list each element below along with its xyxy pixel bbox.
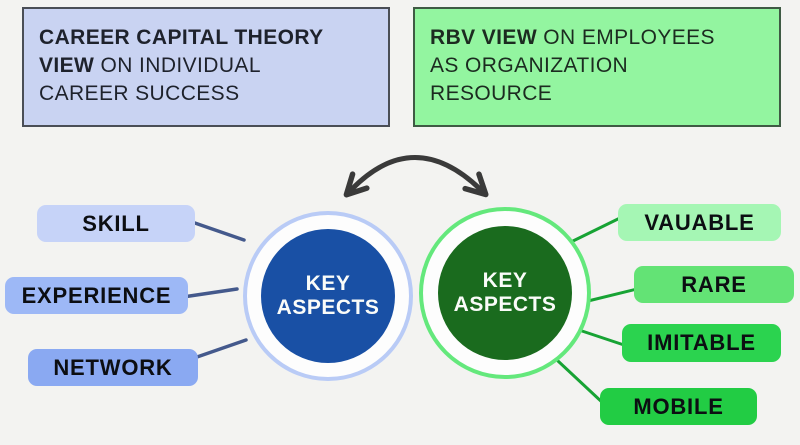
right-key-aspects-circle: KEY ASPECTS — [438, 226, 572, 360]
right-connector-lines — [556, 215, 639, 406]
pill-mobile: MOBILE — [600, 388, 757, 425]
right-key-aspects-label: KEY ASPECTS — [453, 268, 557, 316]
line-network — [195, 338, 248, 359]
line-experience — [181, 287, 239, 299]
header-rbv-view: RBV VIEW ON EMPLOYEES AS ORGANIZATION RE… — [413, 7, 781, 127]
pill-experience: EXPERIENCE — [5, 277, 188, 314]
line-mobile — [556, 359, 606, 406]
left-key-aspects-label: KEY ASPECTS — [276, 271, 380, 319]
header-line: AS ORGANIZATION — [430, 54, 629, 77]
line-skill — [190, 220, 246, 242]
header-line: CAREER SUCCESS — [39, 82, 240, 105]
line-rare — [586, 287, 639, 303]
line-vauable — [571, 215, 624, 243]
double-curved-arrow-icon — [343, 155, 489, 198]
left-connector-lines — [181, 220, 248, 359]
header-line: CAREER CAPITAL THEORY — [39, 26, 324, 49]
pill-network: NETWORK — [28, 349, 198, 386]
pill-skill: SKILL — [37, 205, 195, 242]
pill-vauable: VAUABLE — [618, 204, 781, 241]
header-career-capital: CAREER CAPITAL THEORY VIEW ON INDIVIDUAL… — [22, 7, 390, 127]
line-imitable — [580, 329, 629, 348]
left-key-aspects-circle: KEY ASPECTS — [261, 229, 395, 363]
pill-rare: RARE — [634, 266, 794, 303]
header-line: RESOURCE — [430, 82, 553, 105]
header-line: VIEW ON INDIVIDUAL — [39, 54, 261, 77]
pill-imitable: IMITABLE — [622, 324, 781, 362]
header-line: RBV VIEW ON EMPLOYEES — [430, 26, 715, 49]
